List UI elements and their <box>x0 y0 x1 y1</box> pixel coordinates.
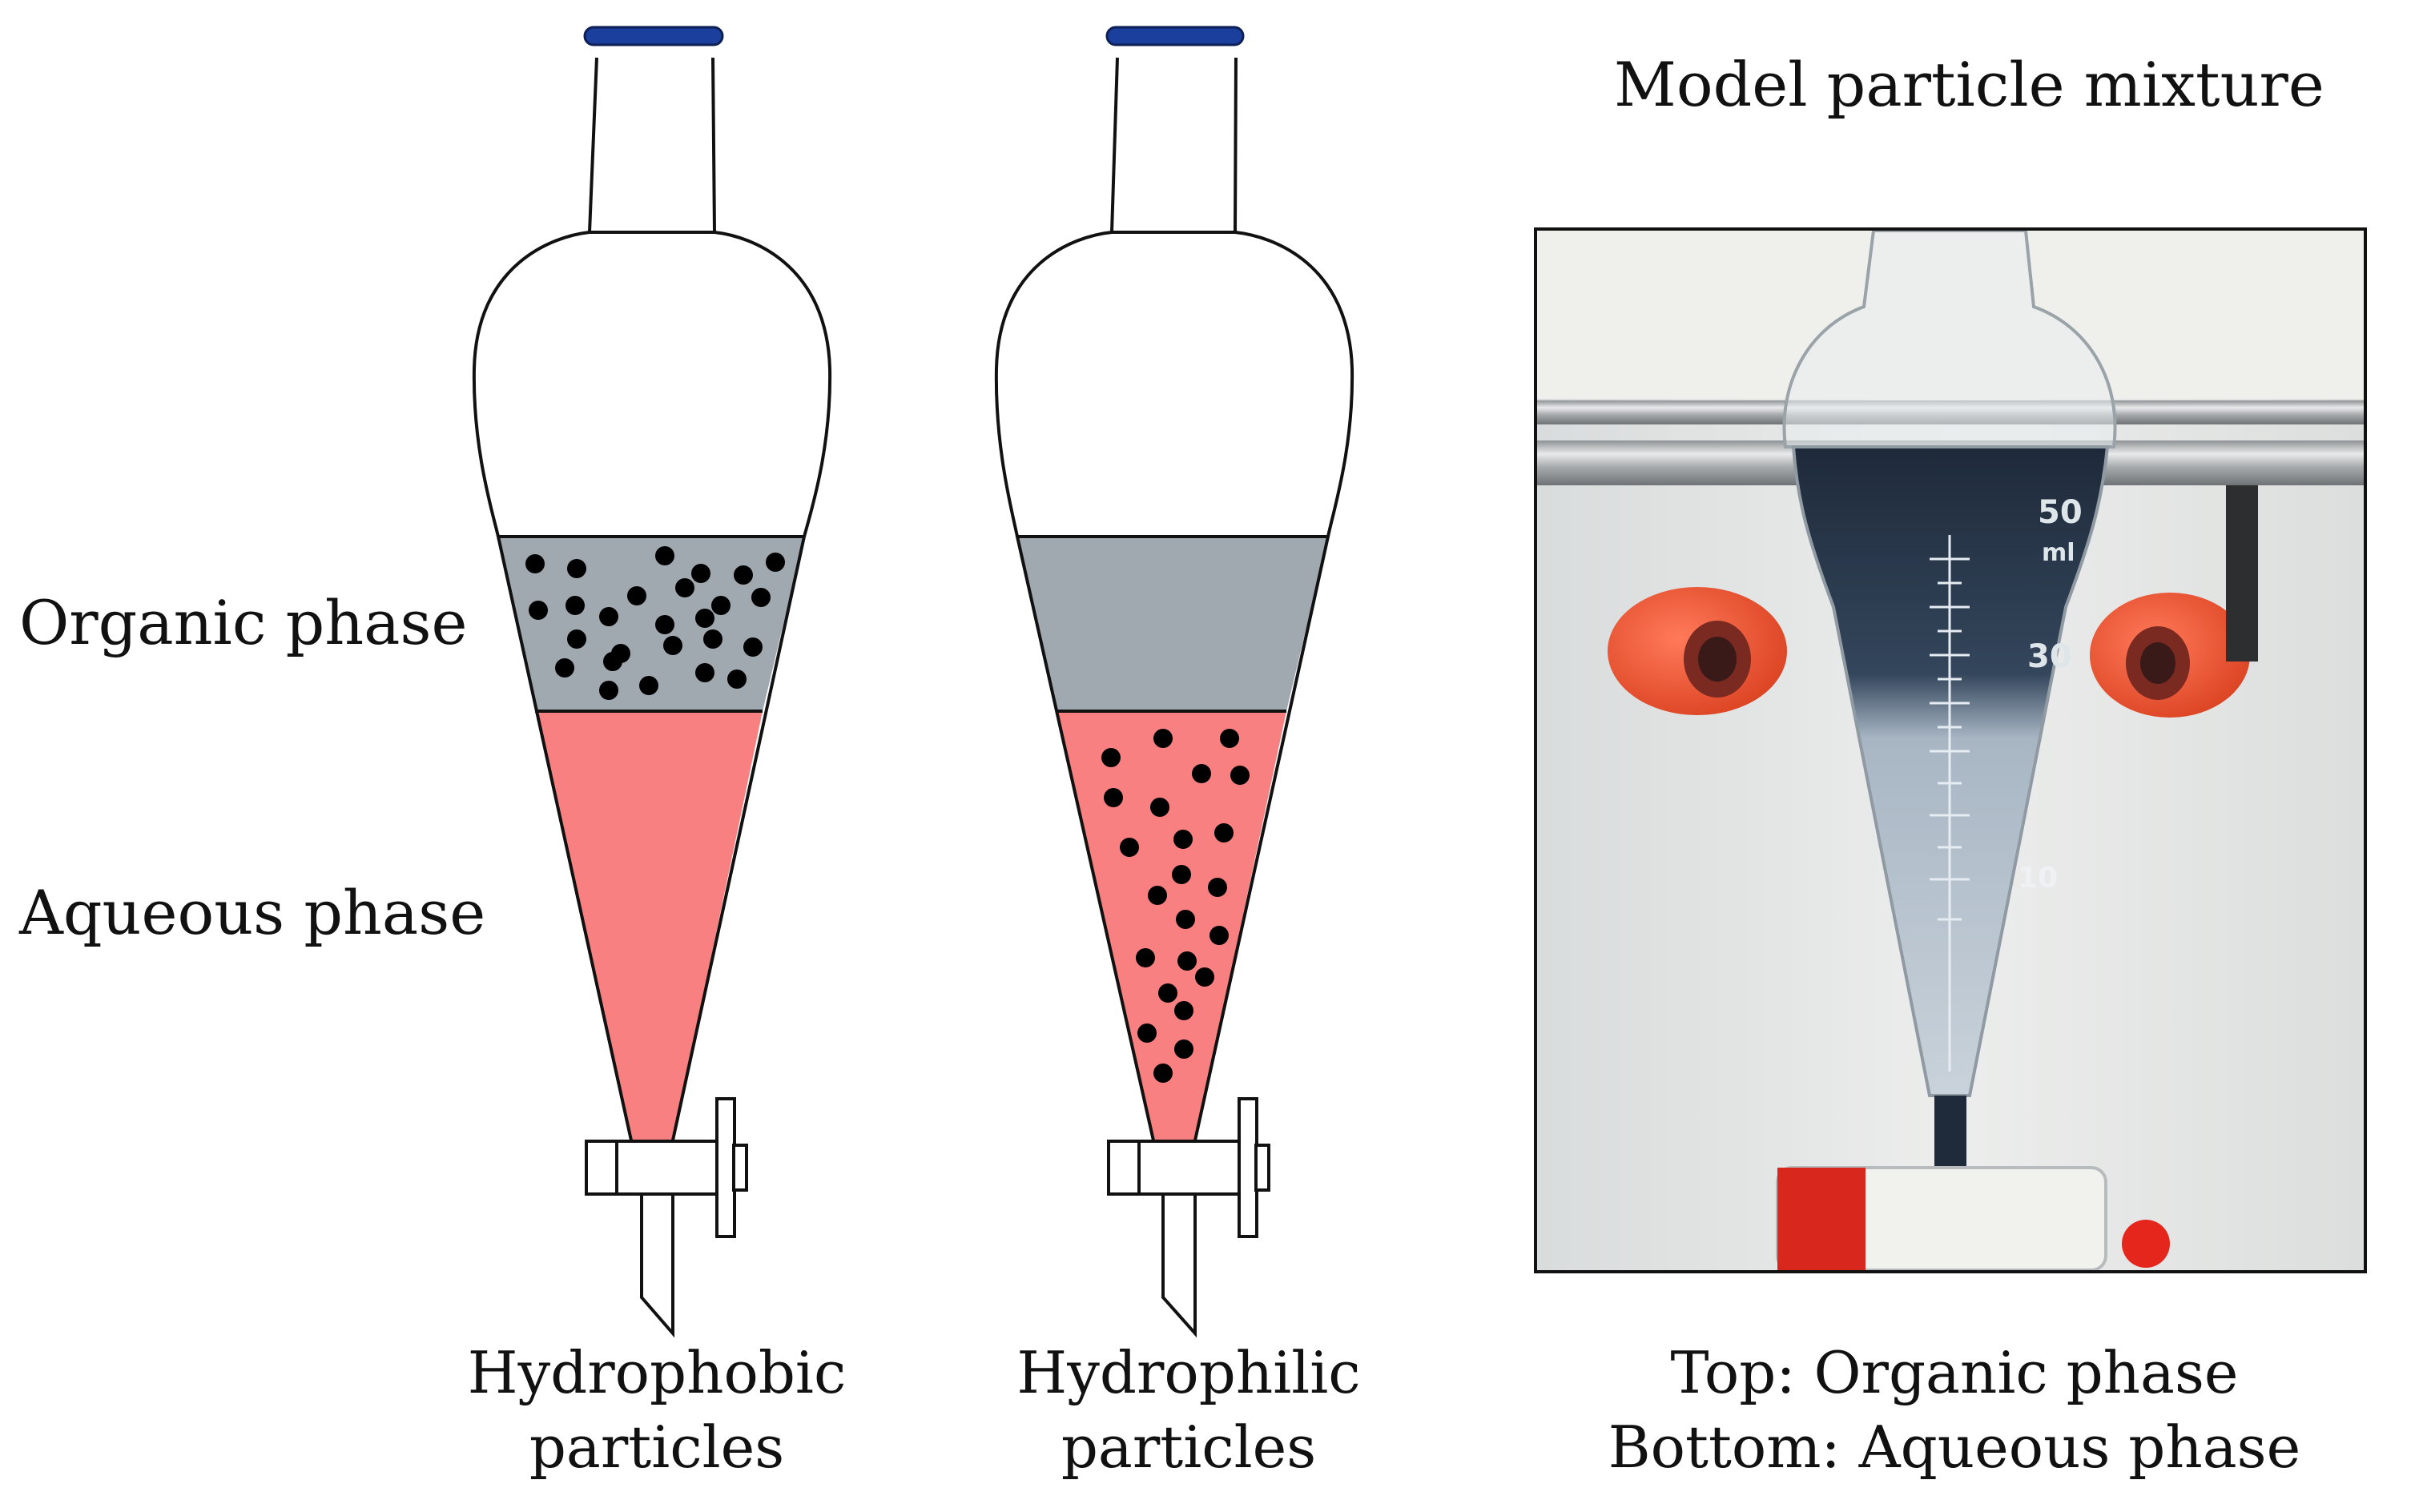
funnel-1-particle-18 <box>703 629 722 649</box>
photo-caption: Top: Organic phase Bottom: Aqueous phase <box>1586 1336 2323 1485</box>
funnel-1-particle-8 <box>675 578 694 597</box>
funnel-2-particle-2 <box>1101 748 1121 767</box>
photo-stopcock-knob <box>2122 1220 2170 1268</box>
funnel-2-particle-1 <box>1220 729 1239 748</box>
photo-caption-line1: Top: Organic phase <box>1670 1339 2239 1406</box>
funnel-2-particle-8 <box>1173 830 1193 849</box>
funnel-1-particle-9 <box>711 596 731 615</box>
photo-grad-ml: ml <box>2042 539 2075 567</box>
funnel-2-caption: Hydrophilic particles <box>948 1336 1429 1485</box>
funnel-1-stopcock-handle <box>715 1097 736 1238</box>
funnel-1-particle-12 <box>599 607 618 626</box>
photo-stopcock-cap <box>1777 1168 1866 1270</box>
funnel-1-particle-24 <box>639 676 658 695</box>
funnel-1-caption-line1: Hydrophobic <box>467 1339 847 1406</box>
funnel-2-particle-3 <box>1192 764 1211 783</box>
funnel-2-particle-15 <box>1177 951 1197 971</box>
funnel-1-particle-25 <box>599 681 618 700</box>
funnel-1-stopcock-knob <box>732 1144 748 1192</box>
funnel-2-particle-9 <box>1214 823 1234 842</box>
funnel-1-particle-2 <box>655 546 674 565</box>
funnel-1-particle-4 <box>734 565 753 585</box>
funnel-2-stopcock-left <box>1107 1140 1141 1196</box>
funnel-1-particle-15 <box>567 629 586 649</box>
funnel-1-particle-7 <box>627 586 646 605</box>
funnel-1-caption: Hydrophobic particles <box>417 1336 897 1485</box>
funnel-1-stopcock-left <box>585 1140 618 1196</box>
funnel-1-particle-0 <box>525 554 545 573</box>
funnel-2-caption-line1: Hydrophilic <box>1016 1339 1361 1406</box>
photo-clamp-right <box>2090 593 2250 718</box>
funnel-2-particle-7 <box>1120 838 1139 857</box>
funnel-1-particle-21 <box>603 652 622 671</box>
funnel-1-stem <box>640 1176 674 1338</box>
photo-panel: 50 ml 30 10 <box>1534 227 2367 1273</box>
funnel-2-particle-16 <box>1209 926 1229 945</box>
funnel-2-particle-19 <box>1137 1023 1157 1043</box>
funnel-2-particle-6 <box>1150 798 1169 817</box>
funnel-1-particle-5 <box>766 553 785 572</box>
funnel-1-particle-1 <box>567 559 586 578</box>
funnel-hydrophilic <box>994 26 1354 1338</box>
funnel-2-stopcock-knob <box>1254 1144 1270 1192</box>
funnel-1-particle-6 <box>565 596 585 615</box>
funnel-1-particle-23 <box>727 670 747 689</box>
photo-caption-line2: Bottom: Aqueous phase <box>1608 1413 2301 1481</box>
funnel-1-particles <box>525 546 785 700</box>
funnel-1-organic-fill <box>498 537 804 711</box>
funnel-1-particle-22 <box>695 663 714 682</box>
funnel-2-aqueous-fill <box>1057 711 1286 1148</box>
funnel-2-particle-10 <box>1172 865 1191 884</box>
funnel-hydrophobic <box>472 26 832 1338</box>
funnel-1-particle-13 <box>655 615 674 634</box>
funnel-1-particle-10 <box>751 588 771 607</box>
photo-funnel-bulb <box>1782 231 2117 448</box>
funnel-2-particle-20 <box>1174 1001 1193 1020</box>
funnel-2-particle-14 <box>1136 948 1155 967</box>
funnel-2-particle-11 <box>1148 886 1167 905</box>
organic-phase-label: Organic phase <box>19 587 468 658</box>
funnel-1-stopper <box>583 26 724 46</box>
funnel-1-particle-14 <box>695 609 714 628</box>
photo-grad-30: 30 <box>2027 638 2072 675</box>
funnel-2-particle-5 <box>1104 788 1123 807</box>
funnel-2-particle-17 <box>1158 983 1177 1003</box>
funnel-1-particle-11 <box>529 601 548 620</box>
funnel-2-particle-4 <box>1230 766 1250 785</box>
funnel-1-aqueous-fill <box>535 711 763 1148</box>
funnel-2-stem <box>1161 1176 1197 1338</box>
funnel-2-particle-18 <box>1195 967 1214 987</box>
photo-illustration: 50 ml 30 10 <box>1537 231 2364 1270</box>
funnel-2-stopcock-handle <box>1238 1097 1258 1238</box>
aqueous-phase-label: Aqueous phase <box>19 877 486 948</box>
photo-graduation-ticks <box>1930 535 1970 1072</box>
funnel-2-caption-line2: particles <box>1061 1413 1317 1481</box>
funnel-1-particle-20 <box>555 658 574 678</box>
funnel-2-particle-21 <box>1153 1064 1173 1083</box>
funnel-1-particle-3 <box>691 564 710 583</box>
funnel-2-stopper <box>1105 26 1245 46</box>
funnel-2-particle-0 <box>1153 729 1173 748</box>
funnel-2-particle-12 <box>1208 878 1227 897</box>
photo-clamp-left <box>1608 587 1787 715</box>
funnel-1-particle-19 <box>743 637 763 657</box>
funnel-2-particles <box>1101 729 1250 1083</box>
funnel-2-particle-22 <box>1174 1040 1193 1059</box>
funnel-2-particle-13 <box>1176 910 1195 929</box>
funnel-1-caption-line2: particles <box>529 1413 785 1481</box>
photo-title: Model particle mixture <box>1614 49 2324 120</box>
photo-bracket <box>2226 485 2258 662</box>
photo-grad-10: 10 <box>2018 862 2058 895</box>
funnel-2-organic-fill <box>1017 537 1328 711</box>
photo-grad-50: 50 <box>2038 494 2083 531</box>
funnel-1-particle-17 <box>663 636 682 655</box>
